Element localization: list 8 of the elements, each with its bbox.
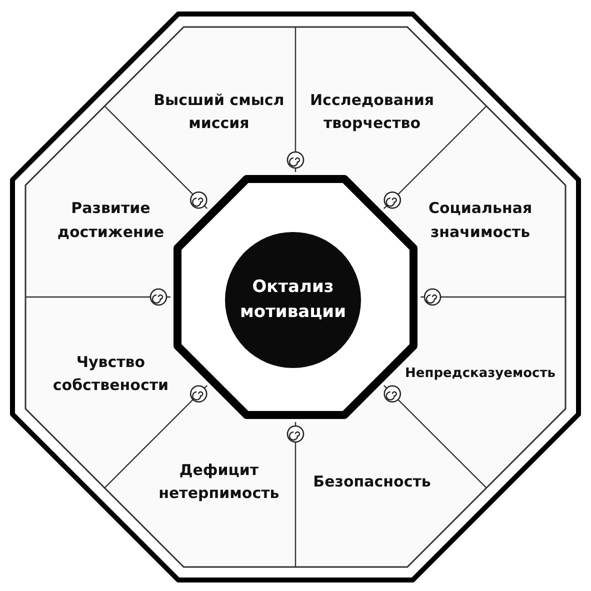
segment-label: Дефицит нетерпимость	[148, 458, 289, 506]
segment-label: Исследования творчество	[302, 88, 442, 136]
segment-label: Безопасность	[302, 470, 442, 494]
segment-label: Чувство собствености	[40, 350, 181, 397]
segment-label: Социальная значимость	[410, 197, 550, 244]
segment-label: Непредсказуемость	[400, 363, 560, 384]
segment-label: Развитие достижение	[40, 197, 181, 244]
segment-label: Высший смысл миссия	[148, 88, 289, 136]
